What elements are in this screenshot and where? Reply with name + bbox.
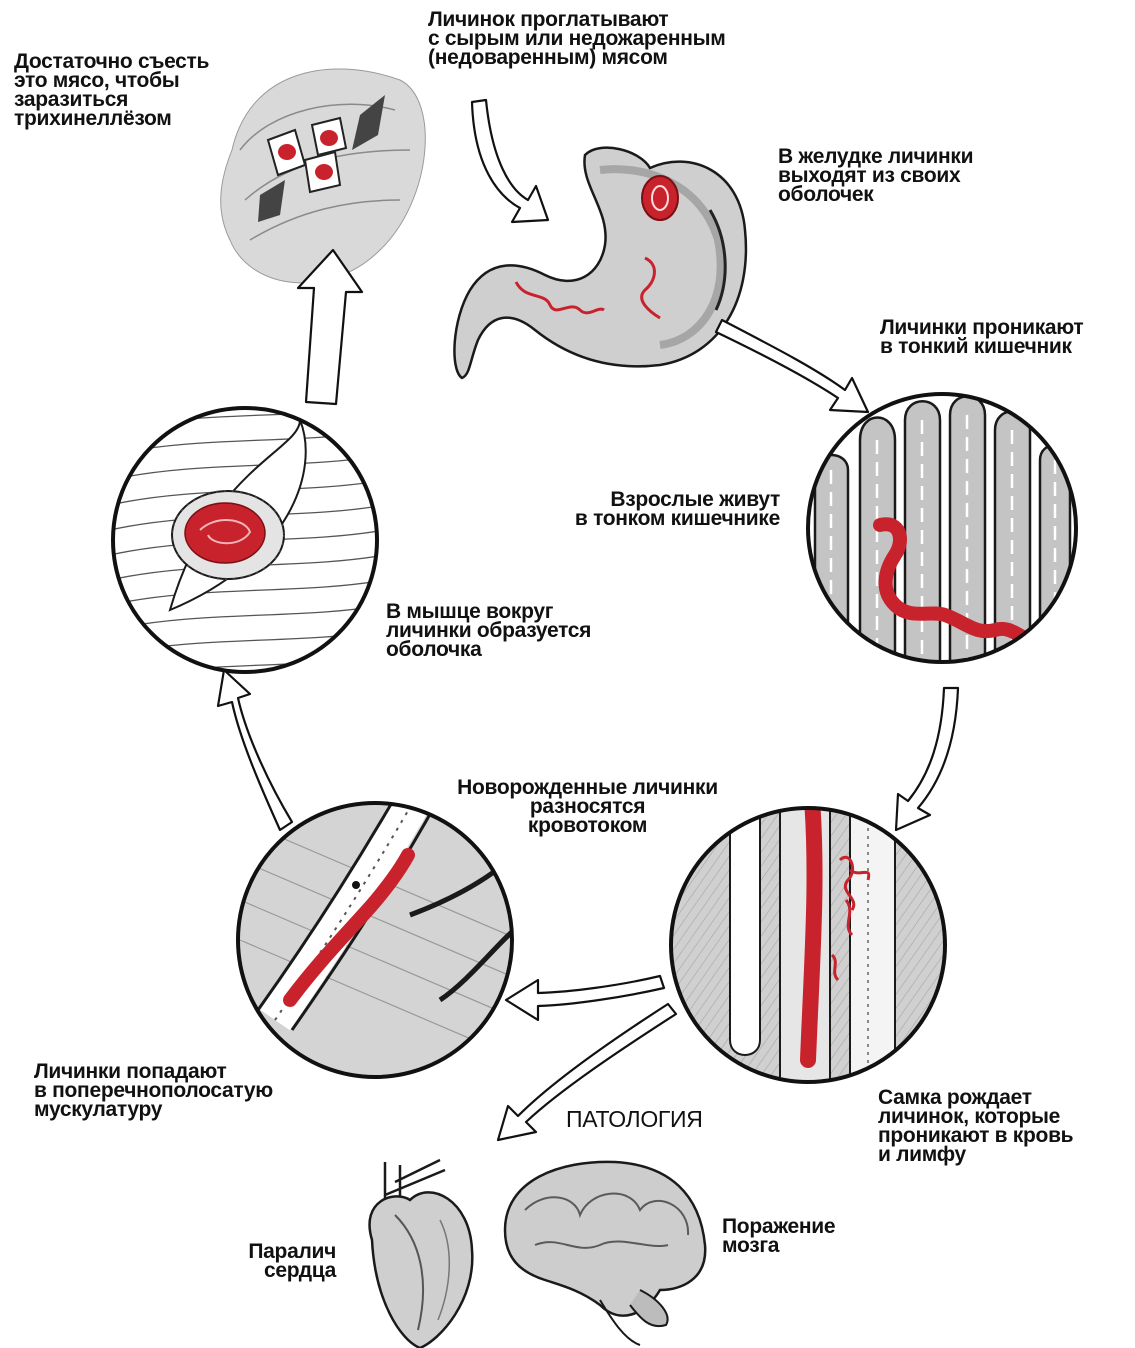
brain-illustration — [505, 1162, 705, 1345]
arrow-to-vessel — [506, 976, 664, 1020]
arrow-to-stomach — [472, 100, 548, 222]
label-heart-paralysis: Паралич сердца — [196, 1242, 336, 1280]
label-brain-damage: Поражение мозга — [722, 1217, 835, 1255]
arrow-to-intestine — [716, 320, 868, 412]
label-eat-meat: Достаточно съесть это мясо, чтобы зарази… — [14, 52, 209, 128]
label-to-muscle: Личинки попадают в поперечнополосатую му… — [34, 1062, 273, 1119]
label-adults-live: Взрослые живут в тонком кишечнике — [518, 490, 780, 528]
label-pathology: ПАТОЛОГИЯ — [566, 1110, 703, 1129]
heart-illustration — [370, 1160, 473, 1348]
arrow-to-female — [896, 688, 958, 830]
label-newborn: Новорожденные личинки разносятся кровото… — [420, 778, 755, 835]
label-swallow: Личинок проглатывают с сырым или недожар… — [428, 10, 725, 67]
intestinal-villi-illustration — [800, 390, 1090, 680]
label-muscle-capsule: В мышце вокруг личинки образуется оболоч… — [386, 602, 591, 659]
label-penetrate-intestine: Личинки проникают в тонкий кишечник — [880, 318, 1083, 356]
arrow-to-muscle — [218, 670, 292, 830]
female-worm-illustration — [670, 800, 950, 1090]
muscle-cyst-illustration — [110, 405, 385, 680]
label-female-birth: Самка рождает личинок, которые проникают… — [878, 1088, 1073, 1164]
infected-meat-illustration — [221, 69, 426, 283]
label-stomach: В желудке личинки выходят из своих оболо… — [778, 147, 973, 204]
